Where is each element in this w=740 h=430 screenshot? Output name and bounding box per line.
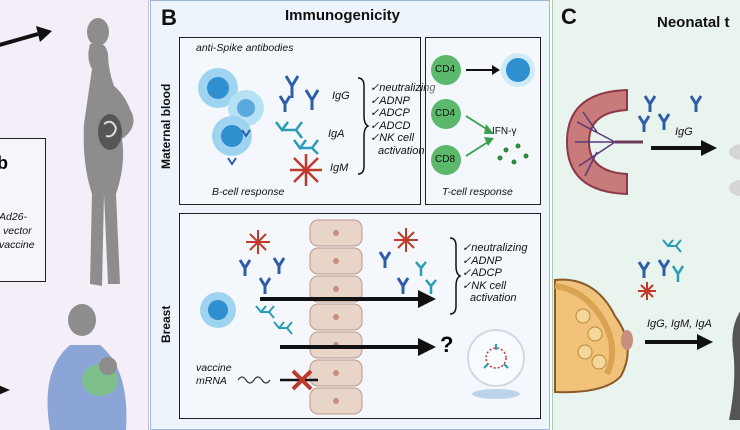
arrow-icon (0, 26, 52, 47)
vaccine-label-2: vector (3, 225, 32, 237)
arrow-icon (0, 385, 10, 395)
isotype-igg: IgG (332, 90, 350, 102)
iga-antibodies-icon (275, 121, 319, 155)
isotype-igm: IgM (330, 162, 349, 174)
tcell-caption: T-cell response (442, 186, 513, 198)
pregnant-woman-figure (83, 18, 134, 286)
panel-a: b Ad26- vector vaccine (0, 0, 149, 430)
mrna-label-2: mRNA (196, 375, 227, 387)
breast-functions-list: ✓neutralizing ✓ADNP ✓ADCP ✓NK cell activ… (462, 242, 527, 305)
panel-title-c: Neonatal t (657, 14, 730, 31)
brace-icon (449, 237, 462, 315)
unknown-marker: ? (440, 332, 454, 357)
breast-antibodies-icon (378, 228, 437, 294)
panel-c: C Neonatal t IgG (552, 0, 740, 430)
vaccine-label-3: vaccine (0, 239, 35, 251)
vaccine-label-1: Ad26- (0, 211, 28, 223)
function-item: ✓ADCP (462, 267, 502, 280)
unknown-transfer-arrow (280, 338, 436, 356)
placenta-antibodies-icon (637, 95, 703, 132)
milk-transfer-label: IgG, IgM, IgA (647, 318, 712, 330)
function-item: activation (378, 144, 425, 157)
function-item: activation (470, 292, 517, 305)
partial-letter: b (0, 153, 8, 173)
tcell-response-box: CD4 CD4 CD8 IFN-γ T-cell response (425, 37, 541, 205)
magnifier-illustration (467, 329, 525, 399)
function-item: ✓ADCD (370, 119, 411, 132)
panel-letter-b: B (161, 5, 177, 30)
mrna-label-1: vaccine (196, 362, 232, 374)
placenta-transfer-arrow (651, 140, 717, 156)
bcell-caption: B-cell response (212, 186, 285, 198)
epithelium-illustration (309, 219, 363, 415)
bcell-response-box: anti-Spike antibodies IgG IgA IgM (179, 37, 435, 205)
milk-antibodies-icon (637, 239, 685, 300)
function-item: ✓NK cell (370, 132, 415, 145)
panel-b: B Immunogenicity Maternal blood anti-Spi… (150, 0, 550, 430)
b-cells-illustration (198, 68, 264, 166)
tcell-cd4-label: CD4 (435, 64, 456, 75)
vaccine-box: b Ad26- vector vaccine (0, 138, 46, 282)
tcells-illustration (431, 53, 535, 175)
function-item: ✓ADCP (370, 107, 410, 120)
placenta-illustration (565, 88, 643, 196)
neonate-silhouette (729, 144, 740, 196)
isotype-iga: IgA (328, 128, 345, 140)
block-x-icon (291, 369, 313, 391)
infant-silhouette (729, 311, 740, 420)
tcell-cd8-label: CD8 (435, 154, 456, 165)
b-cell-illustration (200, 230, 293, 335)
function-item: ✓ADNP (370, 94, 410, 107)
igm-antibody-icon (290, 154, 322, 186)
row-label-breast: Breast (159, 305, 173, 343)
panel-letter-c: C (561, 4, 577, 29)
cytokine-label: IFN-γ (492, 126, 517, 137)
igg-antibodies-icon (278, 75, 320, 112)
breastfeeding-figure (47, 304, 127, 430)
brace-icon (357, 77, 370, 175)
tcell-cd4-label: CD4 (435, 108, 456, 119)
milk-transfer-arrow (645, 334, 713, 350)
panel-title-b: Immunogenicity (285, 7, 401, 24)
breast-box: ? ✓neutralizing ✓ADNP ✓ADCP ✓NK cell act… (179, 213, 541, 419)
antibodies-label: anti-Spike antibodies (196, 42, 294, 54)
function-item: ✓neutralizing (462, 242, 528, 254)
function-item: ✓neutralizing (370, 82, 436, 94)
mrna-icon (237, 376, 318, 384)
placenta-transfer-label: IgG (675, 126, 693, 138)
transfer-arrow (260, 290, 436, 308)
row-label-maternal-blood: Maternal blood (159, 83, 173, 169)
bcell-functions-list: ✓neutralizing ✓ADNP ✓ADCP ✓ADCD ✓NK cell… (370, 82, 435, 158)
function-item: ✓NK cell (462, 279, 507, 292)
breast-anatomy-illustration (554, 278, 633, 394)
function-item: ✓ADNP (462, 254, 502, 267)
